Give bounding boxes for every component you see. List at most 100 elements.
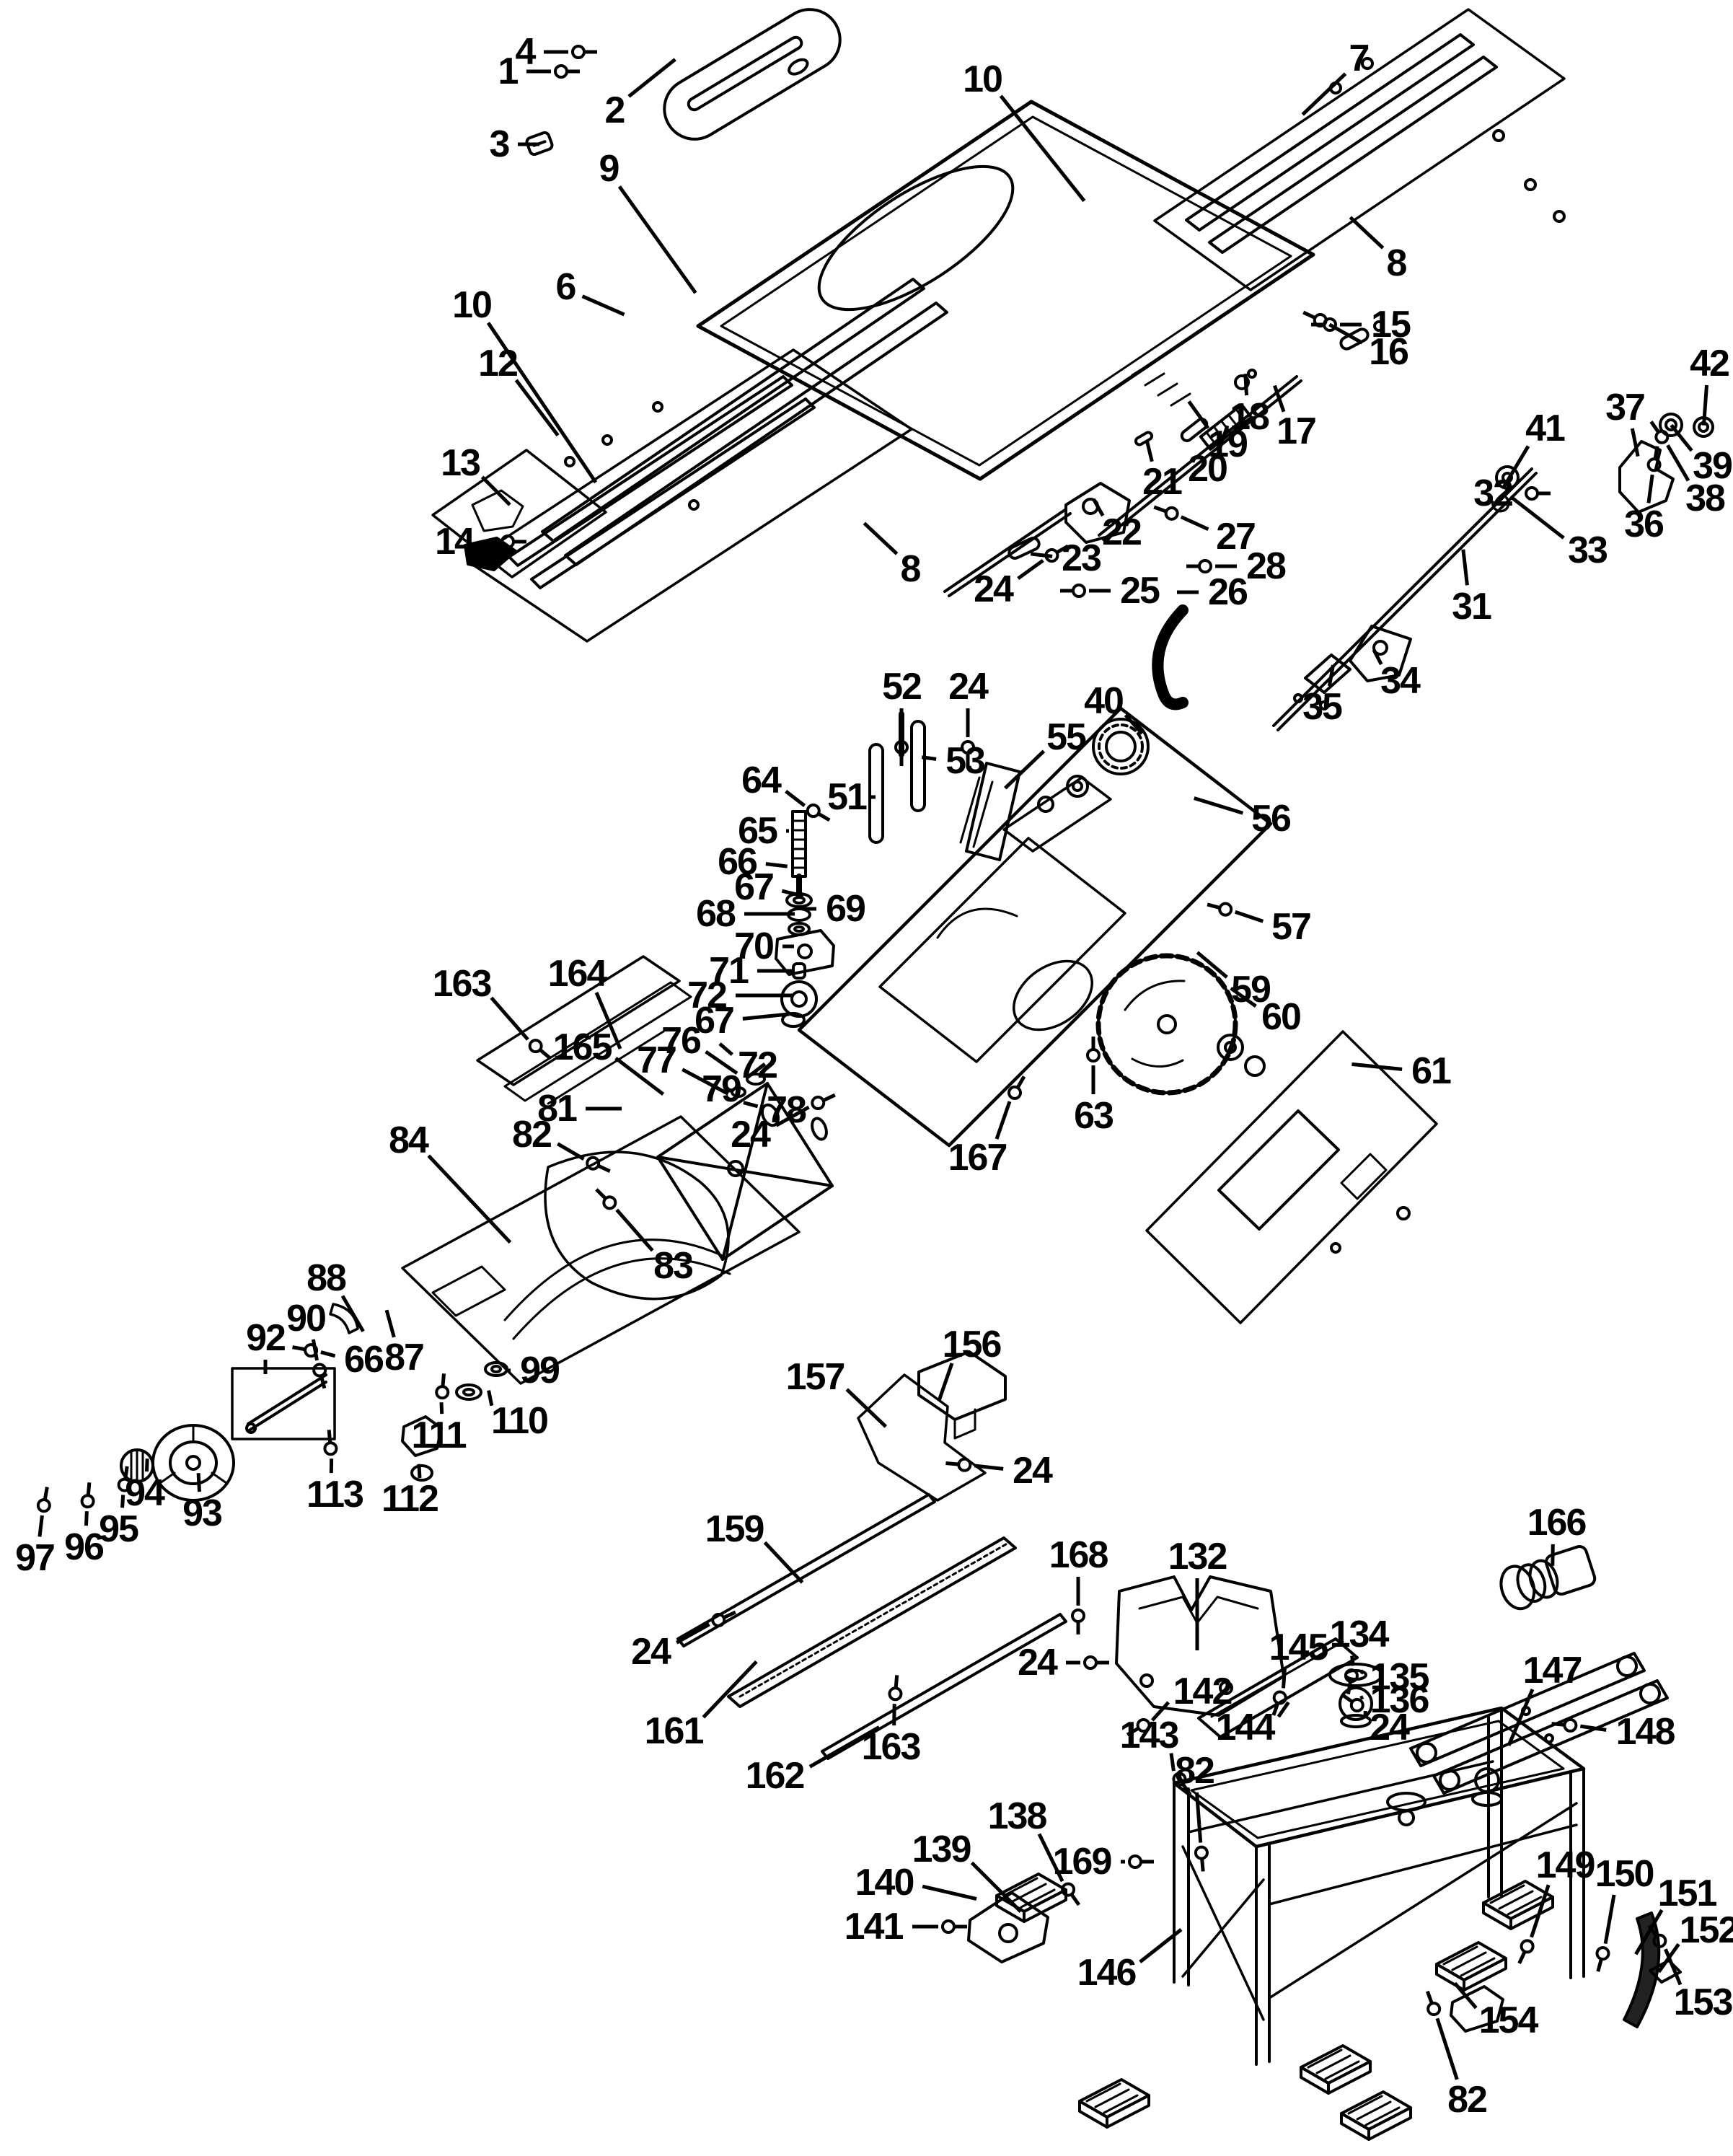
- leader-line: [775, 1105, 810, 1127]
- leader-line: [1646, 474, 1654, 503]
- crank-assembly: [120, 1303, 508, 1502]
- fastener-icon: [1647, 1924, 1667, 1948]
- fastener-icon: [1060, 584, 1086, 598]
- leader-line: [320, 1350, 336, 1358]
- fastener-icon: [1086, 1037, 1101, 1062]
- leader-line: [1017, 558, 1044, 581]
- fastener-icon: [595, 1188, 617, 1210]
- fastener-icon: [323, 1430, 338, 1456]
- leader-line: [1273, 384, 1286, 413]
- fastener-icon: [435, 1373, 450, 1400]
- leader-line: [490, 996, 529, 1041]
- leader-line: [1301, 72, 1347, 116]
- leader-line: [781, 889, 804, 898]
- leader-line: [480, 475, 511, 506]
- fastener-icon: [1207, 902, 1233, 917]
- fastener-icon: [586, 1156, 611, 1173]
- fastener-icon: [1595, 1946, 1610, 1972]
- leader-line: [863, 522, 899, 555]
- fastener-icon: [1083, 1655, 1109, 1670]
- leader-line: [785, 790, 806, 807]
- trunnion-frame: [797, 706, 1273, 1148]
- leader-line: [1372, 648, 1383, 666]
- leader-line: [594, 992, 622, 1050]
- leader-line: [999, 94, 1086, 203]
- leader-line: [1530, 1884, 1551, 1938]
- leader-line: [705, 1050, 738, 1075]
- leader-line: [1349, 216, 1385, 250]
- leader-line: [1351, 1062, 1403, 1071]
- leader-line: [745, 1062, 767, 1080]
- leader-line: [1004, 749, 1046, 790]
- fastener-icon: [811, 1093, 836, 1111]
- leader-line: [1359, 1669, 1365, 1675]
- leader-line: [1243, 374, 1249, 396]
- fastener-icon: [1649, 421, 1670, 444]
- fastener-icon: [888, 1675, 903, 1702]
- leader-line: [84, 1511, 89, 1526]
- fastener-icon: [961, 740, 975, 766]
- leader-line: [1281, 1668, 1287, 1689]
- fastener-icon: [1517, 1939, 1535, 1965]
- leader-line: [1670, 423, 1693, 452]
- fastener-icon: [36, 1487, 51, 1513]
- fastener-icon: [1344, 1668, 1359, 1695]
- leader-line: [1124, 713, 1144, 735]
- leader-line: [1579, 1724, 1607, 1732]
- leader-line: [1507, 1689, 1535, 1746]
- leader-line: [682, 1068, 729, 1096]
- front-rail-panel: [467, 348, 913, 643]
- leader-line: [1509, 495, 1565, 540]
- leader-line: [384, 1309, 396, 1338]
- fastener-icon: [1271, 1690, 1287, 1716]
- bevel-rod-assembly: [1272, 413, 1714, 731]
- fastener-icon: [1126, 1718, 1151, 1737]
- rear-rail-panel: [1153, 8, 1566, 291]
- leader-line: [1194, 1792, 1203, 1843]
- leader-line: [1634, 1909, 1664, 1955]
- leader-line: [1217, 425, 1230, 450]
- x-brace-plate: [656, 1082, 834, 1261]
- leader-line: [742, 1012, 790, 1021]
- adjust-rod-hardware: [943, 320, 1385, 710]
- leg-stand: [1172, 1706, 1586, 2066]
- leader-line: [718, 1042, 733, 1056]
- fastener-icon: [117, 1466, 132, 1492]
- fastener-icon: [292, 1343, 319, 1358]
- table-insert: [663, 8, 842, 141]
- mounting-angles: [476, 955, 692, 1105]
- fastener-icon: [1525, 486, 1551, 501]
- leader-line: [487, 1390, 494, 1407]
- fastener-icon: [941, 1919, 967, 1934]
- table-top: [696, 100, 1315, 481]
- leader-line: [1145, 441, 1154, 462]
- leader-line: [743, 1101, 759, 1109]
- leader-line: [38, 1515, 44, 1537]
- leader-line: [702, 1660, 758, 1719]
- fastener-icon: [1646, 446, 1662, 472]
- leader-line: [1187, 400, 1210, 430]
- leader-line: [974, 1464, 1004, 1471]
- leader-line: [845, 1388, 888, 1428]
- saw-blade: [1095, 953, 1266, 1096]
- leader-line: [937, 1363, 954, 1402]
- fastener-icon: [894, 740, 909, 766]
- leader-line: [1461, 549, 1469, 586]
- dust-port: [1499, 1545, 1597, 1611]
- fastener-icon: [1153, 505, 1179, 521]
- leader-line: [1603, 1894, 1616, 1945]
- leader-line: [892, 1704, 896, 1726]
- leader-line: [1037, 1833, 1064, 1883]
- leader-line: [922, 1884, 977, 1901]
- elevation-screw-stack: [731, 810, 835, 1141]
- leader-line: [340, 1295, 365, 1332]
- fastener-icon: [312, 1363, 327, 1389]
- leader-line: [514, 379, 560, 437]
- leader-line: [1276, 1701, 1290, 1718]
- fastener-icon: [1044, 544, 1070, 563]
- leader-line: [617, 185, 697, 294]
- leader-line: [1502, 445, 1530, 489]
- fastener-icon: [1061, 1882, 1081, 1906]
- leader-line: [1327, 664, 1335, 687]
